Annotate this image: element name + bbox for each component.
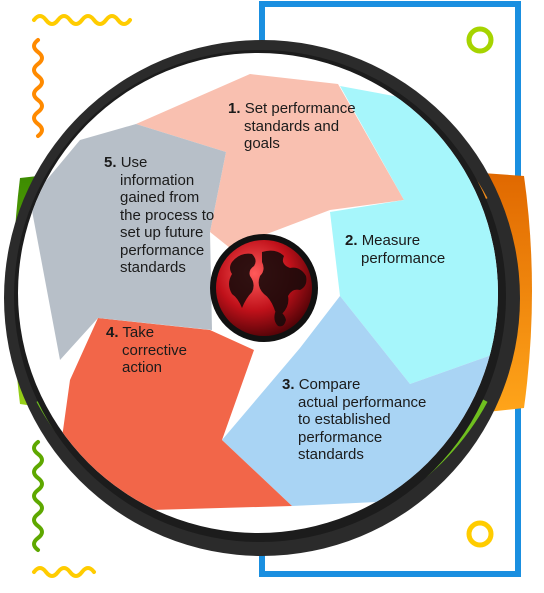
step-4-label: 4. Take corrective action: [106, 324, 188, 376]
yellow-circle-icon: [466, 520, 494, 548]
step-2-number: 2.: [345, 232, 358, 249]
squiggle-left-green: [32, 440, 44, 552]
squiggle-top-yellow: [32, 14, 132, 26]
step-5-number: 5.: [104, 154, 117, 171]
step-3-number: 3.: [282, 376, 295, 393]
segment-4: [60, 318, 292, 510]
step-4-number: 4.: [106, 324, 119, 341]
step-2-label: 2. Measure performance: [345, 232, 446, 267]
step-3-label: 3. Compare actual performance to establi…: [282, 376, 427, 463]
globe-continents: [229, 250, 307, 327]
segment-1: [136, 74, 404, 248]
step-1-number: 1.: [228, 100, 241, 117]
step-5-label: 5. Use information gained from the proce…: [104, 154, 215, 276]
squiggle-left-orange: [32, 38, 44, 138]
squiggle-bottom-yellow: [32, 566, 96, 578]
lime-circle-icon: [466, 26, 494, 54]
segment-5: [30, 124, 226, 360]
step-1-label: 1. Set performance standards and goals: [228, 100, 356, 152]
